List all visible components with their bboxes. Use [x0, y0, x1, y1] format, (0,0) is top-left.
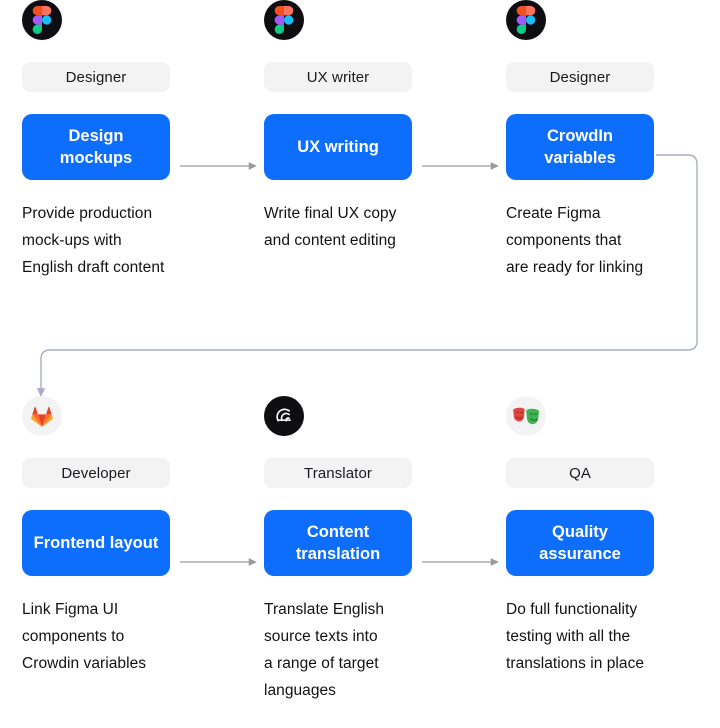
gitlab-icon [22, 396, 62, 436]
stage-label: Content translation [295, 523, 381, 563]
stage-box[interactable]: UX writing [264, 114, 412, 180]
stage-box[interactable]: Content translation [264, 510, 412, 576]
stage-box[interactable]: Design mockups [22, 114, 170, 180]
role-pill: QA [506, 458, 654, 488]
stage-box[interactable]: CrowdIn variables [506, 114, 654, 180]
stage-label: Quality assurance [539, 523, 621, 563]
stage-label: Design mockups [59, 127, 133, 167]
stage-label: Frontend layout [33, 534, 159, 552]
stage-description: Provide production mock-ups with English… [22, 205, 165, 276]
workflow-step-frontend-layout[interactable]: Developer Frontend layout Link Figma UI … [22, 396, 170, 677]
stage-label: UX writing [297, 138, 379, 156]
role-pill: UX writer [264, 62, 412, 92]
stage-label: CrowdIn variables [544, 127, 616, 167]
theatre-masks-icon [506, 396, 546, 436]
figma-icon [264, 0, 304, 40]
stage-description: Create Figma components that are ready f… [506, 205, 644, 276]
role-pill: Designer [506, 62, 654, 92]
stage-description: Translate English source texts into a ra… [264, 601, 385, 699]
role-pill: Translator [264, 458, 412, 488]
figma-icon [22, 0, 62, 40]
figma-icon [506, 0, 546, 40]
stage-description: Write final UX copy and content editing [264, 205, 397, 249]
stage-box[interactable]: Quality assurance [506, 510, 654, 576]
crowdin-icon [264, 396, 304, 436]
stage-description: Link Figma UI components to Crowdin vari… [22, 601, 147, 672]
stage-box[interactable]: Frontend layout [22, 510, 170, 576]
workflow-step-crowdin-variables[interactable]: Designer CrowdIn variables Create Figma … [506, 0, 654, 281]
workflow-step-content-translation[interactable]: Translator Content translation Translate… [264, 396, 412, 704]
workflow-step-quality-assurance[interactable]: QA Quality assurance Do full functionali… [506, 396, 654, 677]
workflow-step-design-mockups[interactable]: Designer Design mockups Provide producti… [22, 0, 170, 281]
role-pill: Designer [22, 62, 170, 92]
stage-description: Do full functionality testing with all t… [506, 601, 645, 672]
role-pill: Developer [22, 458, 170, 488]
workflow-step-ux-writing[interactable]: UX writer UX writing Write final UX copy… [264, 0, 412, 254]
